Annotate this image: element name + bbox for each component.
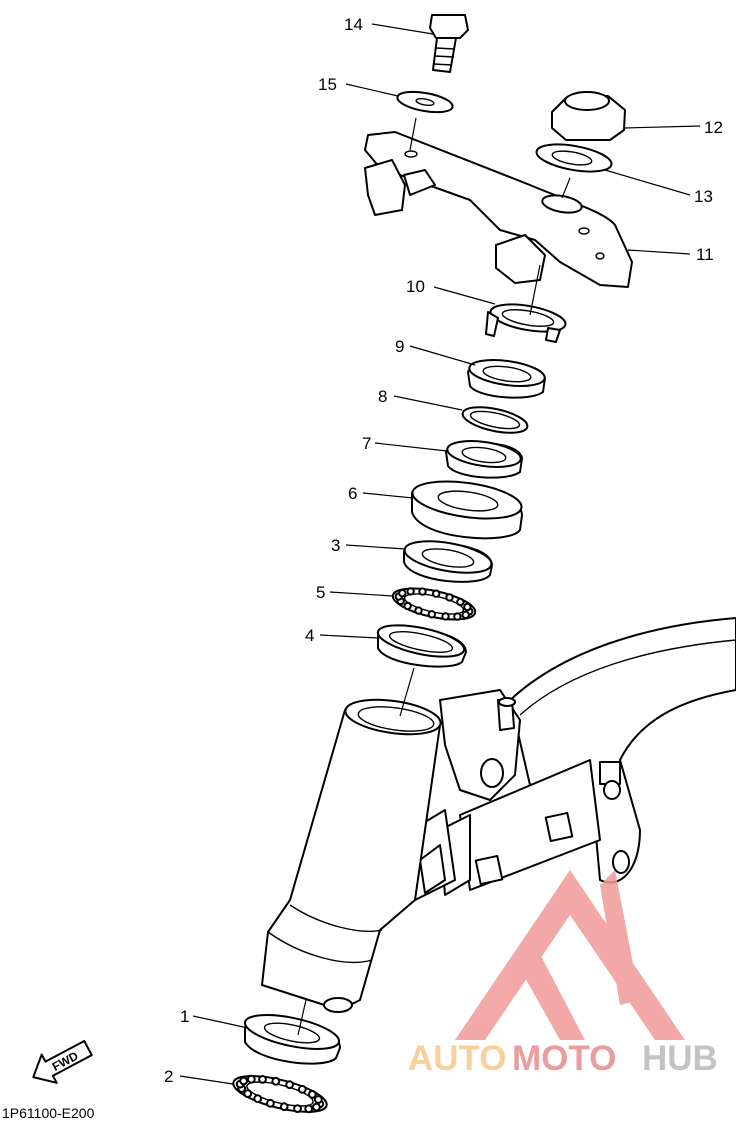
callout-leaders bbox=[179, 23, 701, 1085]
race-part-3 bbox=[403, 540, 493, 583]
bearing-ball bbox=[239, 1076, 249, 1086]
ball-bearing-part-5 bbox=[391, 587, 477, 621]
bearing-ball bbox=[441, 612, 450, 621]
bearing-ball bbox=[445, 593, 454, 602]
bearing-ball bbox=[312, 1102, 321, 1112]
bearing-ball bbox=[418, 587, 427, 596]
callout-15: 15 bbox=[318, 75, 337, 94]
bearing-ball bbox=[432, 589, 441, 598]
watermark-text-hub: HUB bbox=[642, 1039, 718, 1078]
callout-3: 3 bbox=[331, 536, 340, 555]
bearing-ball bbox=[304, 1104, 314, 1114]
callout-6: 6 bbox=[348, 484, 357, 503]
bearing-ball bbox=[243, 1089, 253, 1098]
ring-nut-part-7 bbox=[445, 440, 523, 479]
callout-5: 5 bbox=[316, 583, 325, 602]
callout-8: 8 bbox=[378, 387, 387, 406]
callout-4: 4 bbox=[305, 626, 314, 645]
bearing-ball bbox=[427, 610, 436, 619]
ring-nut-part-9 bbox=[467, 358, 546, 399]
callout-labels: 14 15 12 13 11 10 9 8 7 6 3 5 4 1 2 bbox=[164, 15, 723, 1086]
bearing-ball bbox=[398, 589, 407, 598]
callout-11: 11 bbox=[696, 245, 714, 264]
bearing-ball bbox=[266, 1098, 275, 1108]
bearing-ball bbox=[307, 1090, 317, 1099]
bearing-ball bbox=[285, 1080, 295, 1090]
callout-12: 12 bbox=[704, 118, 723, 137]
bearing-ball bbox=[453, 612, 462, 621]
washer-part-8 bbox=[461, 406, 529, 434]
bearing-ball bbox=[463, 602, 472, 612]
race-part-1 bbox=[243, 1014, 341, 1065]
callout-14: 14 bbox=[344, 15, 363, 34]
bearing-ball bbox=[461, 610, 470, 619]
callout-13: 13 bbox=[694, 187, 713, 206]
nut-part-12 bbox=[551, 91, 626, 141]
watermark-logo: AUTO MOTO HUB bbox=[408, 870, 718, 1078]
steering-head-tube bbox=[261, 698, 442, 1013]
bearing-ball bbox=[456, 597, 465, 607]
bearing-ball bbox=[313, 1095, 323, 1104]
bearing-ball bbox=[253, 1094, 263, 1104]
bearing-ball bbox=[258, 1075, 267, 1084]
lock-washer-part-10 bbox=[485, 303, 567, 343]
callout-9: 9 bbox=[395, 337, 404, 356]
watermark-text-auto: AUTO bbox=[408, 1039, 507, 1078]
ball-bearing-part-2 bbox=[232, 1074, 328, 1114]
bearing-ball bbox=[297, 1084, 307, 1094]
bearing-ball bbox=[403, 601, 412, 611]
part-code: 1P61100-E200 bbox=[2, 1105, 95, 1121]
washer-part-13 bbox=[535, 143, 613, 173]
watermark-text-moto: MOTO bbox=[512, 1039, 616, 1078]
bearing-ball bbox=[406, 587, 415, 596]
upper-bracket-part-11 bbox=[364, 131, 633, 288]
cover-part-6 bbox=[411, 480, 523, 540]
bearing-ball bbox=[271, 1076, 281, 1086]
bearing-ball bbox=[293, 1104, 302, 1113]
callout-7: 7 bbox=[362, 434, 371, 453]
bolt-part-14 bbox=[429, 14, 469, 73]
fwd-arrow: FWD bbox=[32, 1039, 93, 1084]
callout-1: 1 bbox=[180, 1007, 189, 1026]
callout-2: 2 bbox=[164, 1067, 173, 1086]
bearing-ball bbox=[279, 1102, 289, 1112]
bearing-ball bbox=[246, 1074, 256, 1084]
race-part-4 bbox=[376, 624, 467, 668]
bearing-ball bbox=[414, 606, 423, 615]
callout-10: 10 bbox=[406, 277, 425, 296]
watermark-triangle-icon bbox=[455, 870, 685, 1040]
washer-part-15 bbox=[396, 90, 454, 114]
alignment-lines bbox=[297, 117, 571, 1036]
